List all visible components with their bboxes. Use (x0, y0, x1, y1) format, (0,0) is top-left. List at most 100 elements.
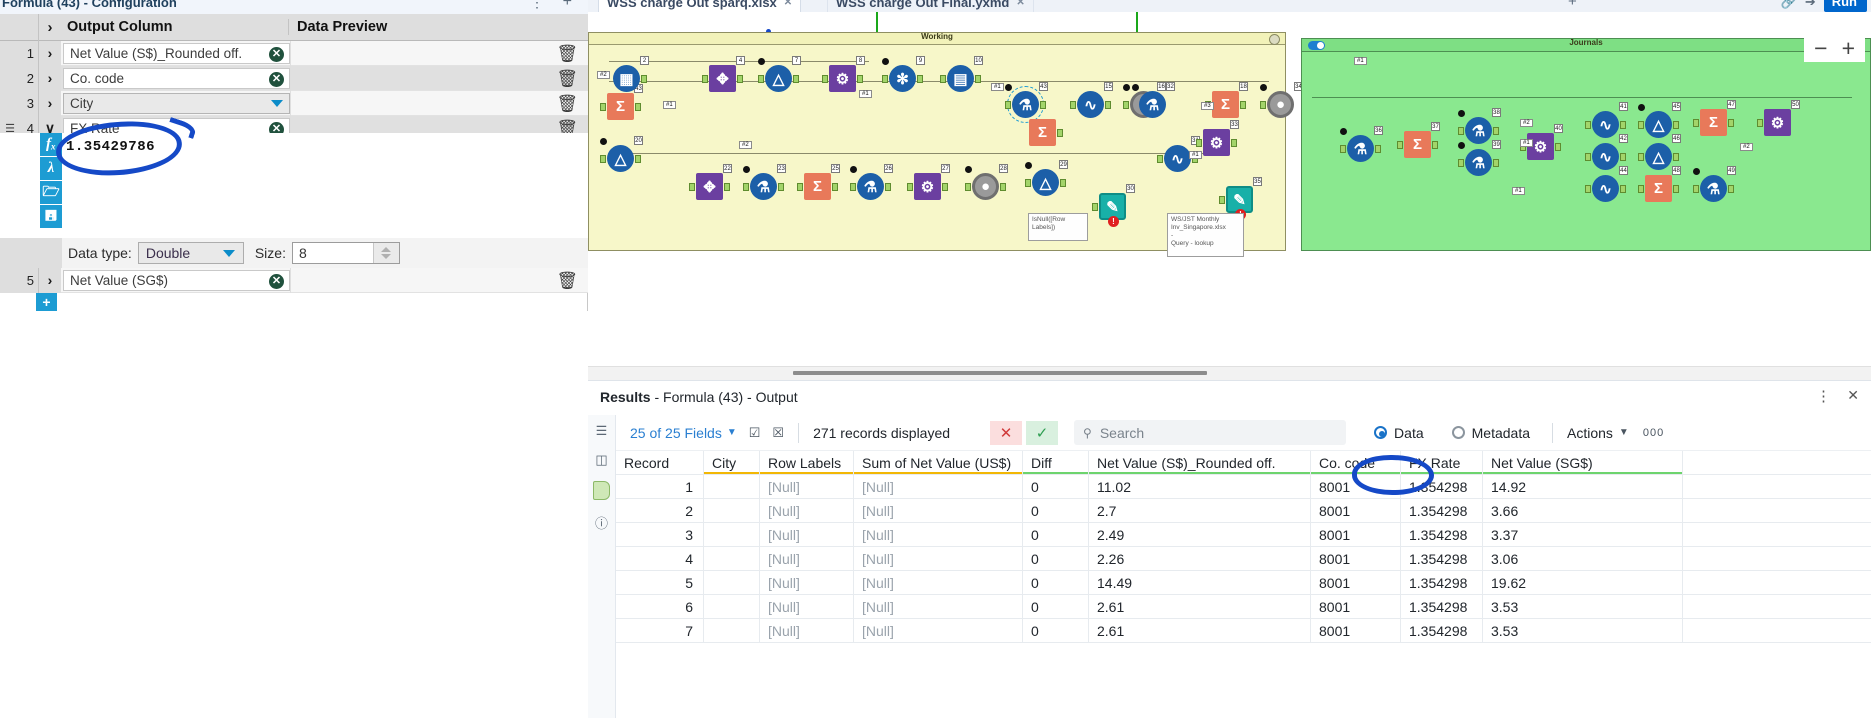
input-port[interactable] (1397, 141, 1403, 149)
table-cell[interactable]: [Null] (760, 595, 854, 618)
table-cell[interactable]: [Null] (854, 571, 1023, 594)
input-port[interactable] (1260, 101, 1266, 109)
table-cell[interactable]: 8001 (1311, 595, 1401, 618)
output-port[interactable] (1040, 101, 1046, 109)
radio-data[interactable]: Data (1374, 425, 1424, 441)
formula-expression-text[interactable]: 1.35429786 (66, 139, 156, 155)
output-column-field[interactable]: Net Value (S$)_Rounded off. ✕ (63, 42, 290, 64)
table-cell[interactable]: 7 (616, 619, 704, 642)
table-cell[interactable]: 2.61 (1089, 595, 1311, 618)
actions-menu-button[interactable]: Actions (1567, 424, 1613, 441)
table-cell[interactable]: 8001 (1311, 619, 1401, 642)
input-port[interactable] (702, 75, 708, 83)
table-cell[interactable]: 5 (616, 571, 704, 594)
tool-node-select[interactable]: ✥ 4 (702, 56, 745, 92)
table-cell[interactable]: 0 (1023, 475, 1089, 498)
tool-container-working[interactable]: Working Σ 43 ▦ 2 (588, 32, 1303, 257)
output-port[interactable] (1000, 183, 1006, 191)
output-port[interactable] (1673, 121, 1679, 129)
kebab-menu-icon[interactable]: ⋮ (530, 0, 544, 10)
table-cell[interactable]: 1.354298 (1401, 523, 1483, 546)
output-column-field[interactable]: Co. code ✕ (63, 67, 290, 89)
tool-node-formula-3[interactable]: ⚗ 26 (850, 164, 893, 200)
input-port[interactable] (1693, 119, 1699, 127)
column-header-diff[interactable]: Diff (1023, 451, 1089, 474)
table-cell[interactable]: 1.354298 (1401, 547, 1483, 570)
input-port[interactable] (1196, 139, 1202, 147)
input-port[interactable] (1123, 101, 1129, 109)
workflow-canvas[interactable]: Working Σ 43 ▦ 2 (588, 12, 1871, 365)
table-cell[interactable]: 1.354298 (1401, 595, 1483, 618)
table-cell[interactable]: 1.354298 (1401, 571, 1483, 594)
help-icon[interactable]: ⓘ (594, 516, 608, 531)
tool-node-sample-2[interactable]: ∿ 31 (1157, 136, 1200, 172)
accept-changes-button[interactable]: ✓ (1026, 420, 1059, 445)
output-port[interactable] (1432, 141, 1438, 149)
input-port[interactable] (965, 183, 971, 191)
input-port[interactable] (850, 183, 856, 191)
output-column-dropdown[interactable]: City (63, 92, 290, 114)
input-port[interactable] (1585, 121, 1591, 129)
tool-node-summarize-j1[interactable]: Σ 37 (1397, 122, 1440, 158)
input-port[interactable] (822, 75, 828, 83)
table-cell[interactable] (704, 595, 760, 618)
row-handle[interactable] (0, 90, 20, 116)
add-output-column-button[interactable]: + (36, 293, 57, 311)
output-port[interactable] (635, 155, 641, 163)
input-port[interactable] (1638, 185, 1644, 193)
tool-node-crosstab[interactable]: ✻ 9 (882, 56, 925, 92)
table-cell[interactable]: 1.354298 (1401, 619, 1483, 642)
table-cell[interactable]: 0 (1023, 571, 1089, 594)
close-icon[interactable]: ✕ (1016, 0, 1025, 8)
kebab-menu-icon[interactable]: ⋮ (1816, 388, 1831, 405)
list-view-icon[interactable]: ☰ (595, 423, 608, 438)
clear-circle-icon[interactable]: ✕ (269, 273, 284, 289)
tool-node-formula-j1[interactable]: ⚗ 36 (1340, 126, 1383, 162)
output-port[interactable] (724, 183, 730, 191)
table-cell[interactable]: [Null] (854, 547, 1023, 570)
plus-icon[interactable]: + (562, 0, 572, 10)
tool-node-sample-j2[interactable]: ∿ 42 (1585, 134, 1628, 170)
table-cell[interactable]: 1.354298 (1401, 499, 1483, 522)
table-cell[interactable]: 3.06 (1483, 547, 1683, 570)
input-port[interactable] (1585, 153, 1591, 161)
table-cell[interactable] (704, 571, 760, 594)
tool-node-browse-1[interactable]: ▦ 2 (613, 56, 649, 92)
size-input[interactable]: 8 (291, 242, 400, 264)
tool-node-sample[interactable]: ∿ 15 (1070, 82, 1113, 118)
checkbox-clear-icon[interactable]: ☒ (772, 424, 785, 440)
tool-node-join[interactable]: △ 7 (758, 56, 801, 92)
input-port[interactable] (1757, 119, 1763, 127)
tool-node-join-2[interactable]: △ 20 (600, 136, 643, 172)
table-cell[interactable]: [Null] (760, 547, 854, 570)
output-column-row-3[interactable]: 3 › City 🗑 (0, 90, 588, 116)
tool-node-summarize-2[interactable]: Σ (1029, 119, 1063, 146)
output-port[interactable] (1728, 185, 1734, 193)
output-port[interactable] (1620, 153, 1626, 161)
tool-node-formula-j3[interactable]: ⚗ 39 (1458, 140, 1501, 176)
tool-node-output-data-2[interactable]: ✎ 35 ! (1219, 177, 1262, 220)
fields-count-dropdown[interactable]: 25 of 25 Fields (630, 424, 722, 441)
input-port[interactable] (1025, 179, 1031, 187)
input-port[interactable] (1070, 101, 1076, 109)
input-port[interactable] (940, 75, 946, 83)
table-cell[interactable]: 11.02 (1089, 475, 1311, 498)
table-cell[interactable]: 0 (1023, 619, 1089, 642)
input-port[interactable] (1092, 203, 1098, 211)
output-port[interactable] (635, 103, 641, 111)
table-cell[interactable] (704, 619, 760, 642)
column-header-net-value-sg[interactable]: Net Value (SG$) (1483, 451, 1683, 474)
run-button[interactable]: Run (1823, 0, 1867, 12)
input-port[interactable] (1157, 155, 1163, 163)
chevron-down-icon[interactable]: ▼ (726, 427, 737, 438)
close-icon[interactable]: ✕ (783, 0, 793, 8)
output-port[interactable] (942, 183, 948, 191)
spinner-icon[interactable] (372, 243, 399, 263)
trash-icon[interactable]: 🗑 (556, 44, 578, 63)
data-type-select[interactable]: Double (137, 242, 244, 264)
checkbox-check-icon[interactable]: ☑ (748, 424, 761, 440)
